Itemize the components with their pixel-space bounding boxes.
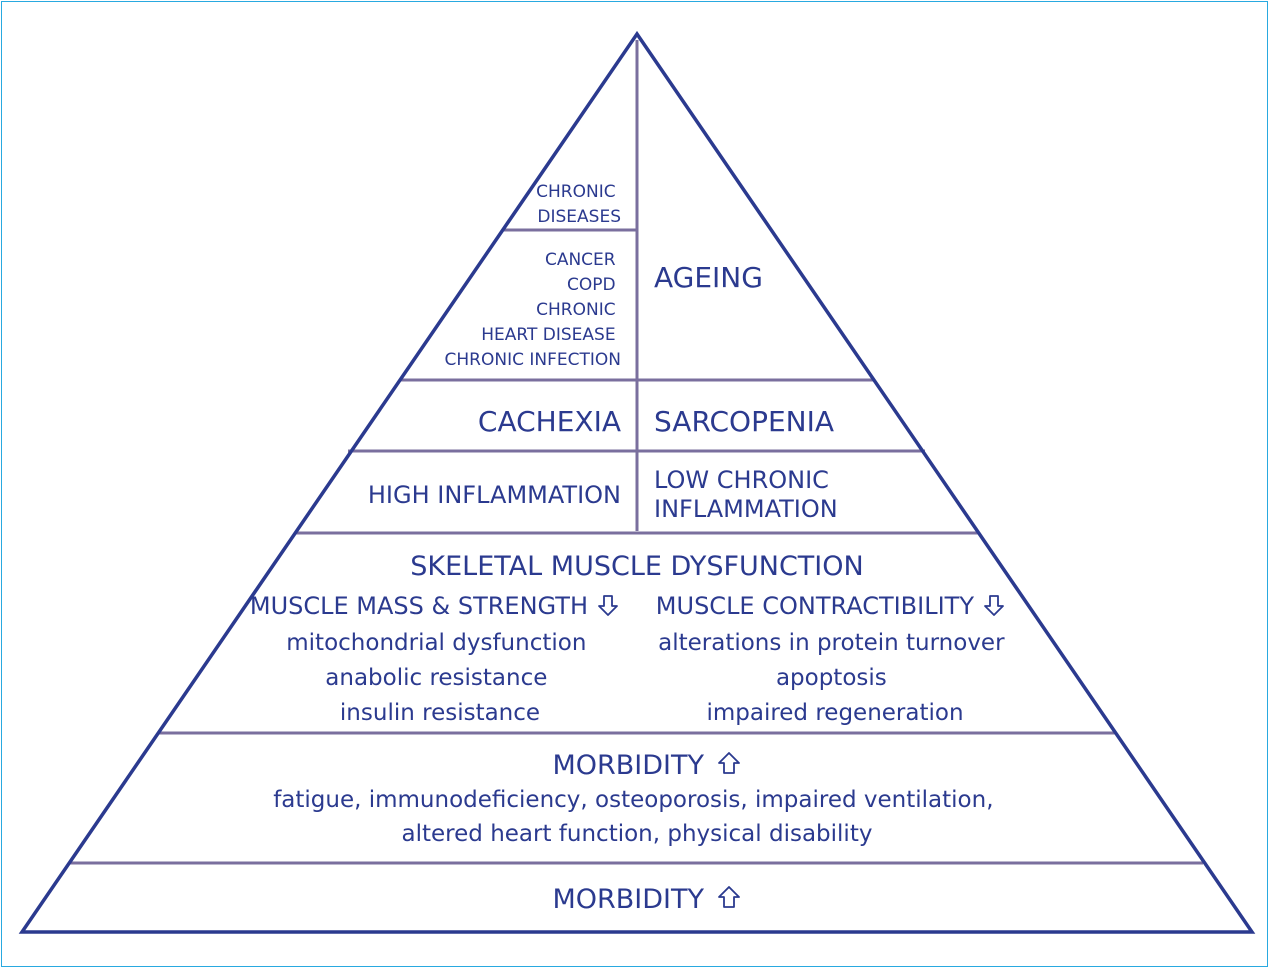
up-arrow-icon (718, 752, 740, 774)
muscle-mass-heading: MUSCLE MASS & STRENGTH (250, 592, 588, 620)
disease-list: CANCER COPD CHRONIC HEART DISEASE CHRONI… (445, 250, 621, 370)
muscle-contractibility-heading: MUSCLE CONTRACTIBILITY (656, 592, 975, 620)
muscle-contractibility-causes: alterations in protein turnover apoptosi… (658, 630, 1012, 726)
down-arrow-icon (598, 595, 618, 616)
cachexia-label: CACHEXIA (478, 405, 621, 438)
ageing-label: AGEING (654, 261, 763, 294)
chronic-diseases-label: CHRONIC DISEASES (536, 182, 621, 227)
down-arrow-icon (984, 595, 1004, 616)
pyramid-outline (18, 30, 1256, 934)
pyramid-dividers (69, 40, 1203, 865)
base-morbidity-title: MORBIDITY (552, 884, 704, 915)
sarcopenia-label: SARCOPENIA (654, 405, 834, 438)
low-chronic-inflammation-label: LOW CHRONIC INFLAMMATION (654, 466, 838, 523)
morbidity-consequences: fatigue, immunodeficiency, osteoporosis,… (273, 787, 1001, 847)
skeletal-muscle-title: SKELETAL MUSCLE DYSFUNCTION (410, 551, 863, 582)
up-arrow-icon (718, 886, 740, 908)
morbidity-title: MORBIDITY (552, 750, 704, 781)
high-inflammation-label: HIGH INFLAMMATION (368, 481, 621, 509)
muscle-mass-causes: mitochondrial dysfunction anabolic resis… (286, 630, 593, 726)
